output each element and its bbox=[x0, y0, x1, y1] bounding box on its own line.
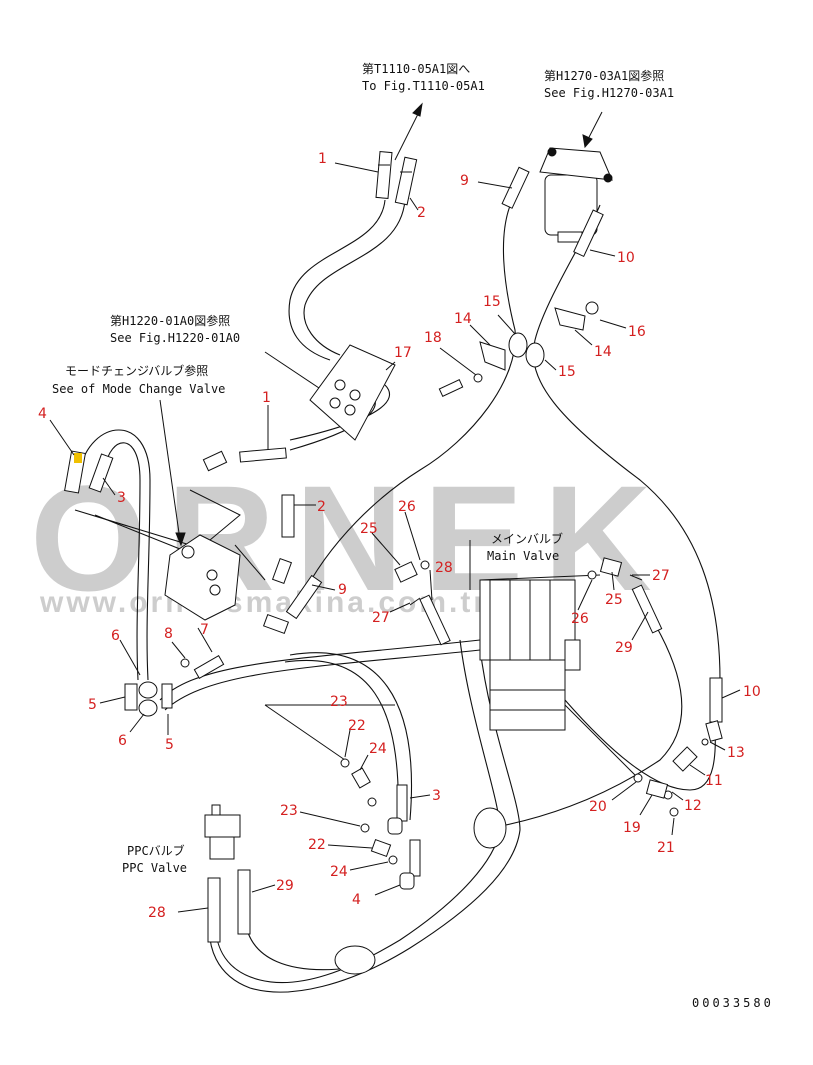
callout-label: 9 bbox=[460, 173, 469, 189]
drawing-number: 00033580 bbox=[692, 996, 774, 1010]
main-valve bbox=[479, 579, 581, 731]
ppc-valve bbox=[204, 804, 251, 943]
watermark: ORNEK www.orneksmakina.com.tr bbox=[30, 454, 652, 622]
callout-label: 29 bbox=[615, 640, 633, 656]
note-mode-change-valve-en: See of Mode Change Valve bbox=[52, 382, 225, 396]
clamp-assembly-5-6 bbox=[124, 654, 225, 717]
callout-label: 24 bbox=[330, 864, 348, 880]
hose-fitting-9-mid bbox=[262, 574, 323, 635]
callout-label: 23 bbox=[280, 803, 298, 819]
callout-label: 1 bbox=[318, 151, 327, 167]
callout-label: 28 bbox=[435, 560, 453, 576]
callout-label: 4 bbox=[352, 892, 361, 908]
mode-change-valve bbox=[164, 534, 241, 621]
callout-label: 25 bbox=[605, 592, 623, 608]
hose-fitting-9-top bbox=[501, 166, 530, 209]
callout-label: 18 bbox=[424, 330, 442, 346]
valve-block-17 bbox=[309, 344, 396, 441]
note-see-fig-h1270-jp: 第H1270-03A1図参照 bbox=[544, 68, 664, 83]
callout-label: 12 bbox=[684, 798, 702, 814]
note-to-fig-t1110-jp: 第T1110-05A1図へ bbox=[362, 62, 470, 76]
callout-label: 11 bbox=[705, 773, 723, 789]
note-mode-change-valve-jp: モードチェンジバルブ参照 bbox=[65, 363, 208, 378]
callout-label: 15 bbox=[483, 294, 501, 310]
note-ppc-valve: PPCバルブ PPC Valve bbox=[122, 843, 187, 875]
note-main-valve-jp: メインバルブ bbox=[491, 531, 563, 546]
hose-fitting-1-mid bbox=[202, 447, 287, 472]
callout-label: 2 bbox=[417, 205, 426, 221]
fittings-25-26-27-28 bbox=[394, 557, 663, 646]
callout-label: 5 bbox=[165, 737, 174, 753]
callout-label: 22 bbox=[348, 718, 366, 734]
note-mode-change-valve: モードチェンジバルブ参照 See of Mode Change Valve bbox=[52, 363, 225, 396]
callout-label: 25 bbox=[360, 521, 378, 537]
hose-fitting-10-top bbox=[573, 209, 604, 258]
note-ppc-valve-jp: PPCバルブ bbox=[127, 843, 185, 858]
callout-label: 9 bbox=[338, 582, 347, 598]
callout-label: 27 bbox=[372, 610, 390, 626]
watermark-url: www.orneksmakina.com.tr bbox=[39, 586, 488, 619]
clamp-assembly-15 bbox=[438, 301, 599, 397]
callout-label: 6 bbox=[118, 733, 127, 749]
callout-label: 19 bbox=[623, 820, 641, 836]
callout-label: 14 bbox=[454, 311, 472, 327]
callout-label: 6 bbox=[111, 628, 120, 644]
callout-label: 26 bbox=[571, 611, 589, 627]
callout-label: 1 bbox=[262, 390, 271, 406]
hose-fitting-2-mid bbox=[271, 494, 295, 585]
callout-label: 7 bbox=[200, 622, 209, 638]
note-main-valve: メインバルブ Main Valve bbox=[487, 531, 563, 563]
callout-label: 22 bbox=[308, 837, 326, 853]
line-filter bbox=[539, 147, 613, 243]
callout-label: 21 bbox=[657, 840, 675, 856]
note-see-fig-h1270: 第H1270-03A1図参照 See Fig.H1270-03A1 bbox=[544, 68, 674, 100]
callout-label: 23 bbox=[330, 694, 348, 710]
hose-fitting-4-left bbox=[64, 450, 86, 494]
callout-label: 3 bbox=[117, 490, 126, 506]
note-see-fig-h1220-jp: 第H1220-01A0図参照 bbox=[110, 313, 230, 328]
callout-label: 28 bbox=[148, 905, 166, 921]
note-main-valve-en: Main Valve bbox=[487, 549, 559, 563]
callout-label: 13 bbox=[727, 745, 745, 761]
callout-label: 2 bbox=[317, 499, 326, 515]
callout-label: 4 bbox=[38, 406, 47, 422]
callout-label: 5 bbox=[88, 697, 97, 713]
callout-label: 20 bbox=[589, 799, 607, 815]
hose-fittings-3-4-lower bbox=[387, 784, 421, 890]
callout-label: 10 bbox=[743, 684, 761, 700]
callout-label: 27 bbox=[652, 568, 670, 584]
note-to-fig-t1110-en: To Fig.T1110-05A1 bbox=[362, 79, 485, 93]
callout-label: 14 bbox=[594, 344, 612, 360]
callout-label: 10 bbox=[617, 250, 635, 266]
callout-label: 8 bbox=[164, 626, 173, 642]
note-to-fig-t1110: 第T1110-05A1図へ To Fig.T1110-05A1 bbox=[362, 62, 485, 93]
callout-label: 26 bbox=[398, 499, 416, 515]
callout-label: 3 bbox=[432, 788, 441, 804]
hose-clamp-loops bbox=[334, 807, 507, 975]
callout-label: 15 bbox=[558, 364, 576, 380]
callout-label: 17 bbox=[394, 345, 412, 361]
hose-fitting-2-top bbox=[394, 156, 418, 206]
note-ppc-valve-en: PPC Valve bbox=[122, 861, 187, 875]
callout-label: 16 bbox=[628, 324, 646, 340]
note-see-fig-h1220-en: See Fig.H1220-01A0 bbox=[110, 331, 240, 345]
note-see-fig-h1270-en: See Fig.H1270-03A1 bbox=[544, 86, 674, 100]
fittings-22-23-24 bbox=[340, 758, 398, 865]
fittings-10-13-11-12 bbox=[633, 677, 723, 817]
callouts: 1 2 9 10 15 14 16 18 17 14 15 4 3 1 2 26… bbox=[38, 151, 761, 921]
note-see-fig-h1220: 第H1220-01A0図参照 See Fig.H1220-01A0 bbox=[110, 313, 240, 345]
hose-fitting-1-top bbox=[375, 151, 393, 199]
callout-label: 24 bbox=[369, 741, 387, 757]
hose-fitting-3-left bbox=[88, 453, 114, 493]
callout-label: 29 bbox=[276, 878, 294, 894]
